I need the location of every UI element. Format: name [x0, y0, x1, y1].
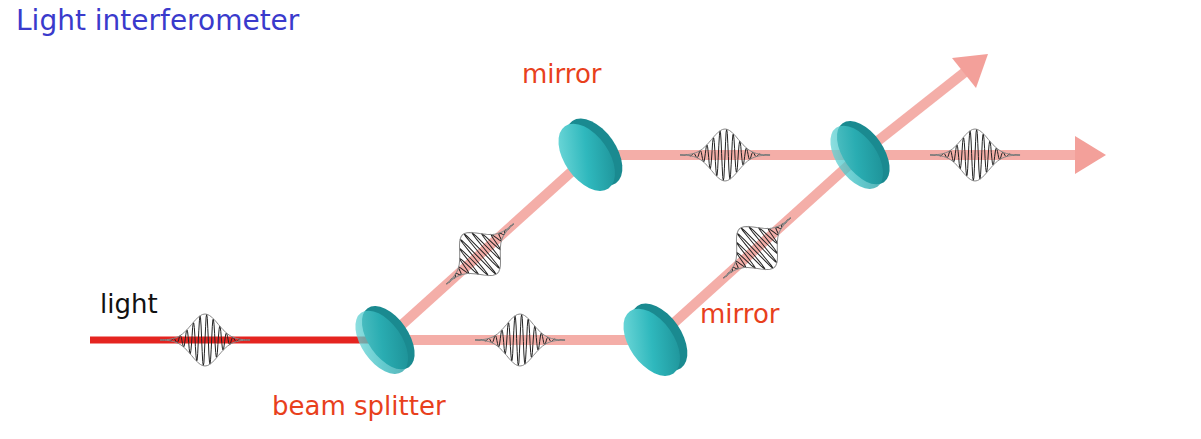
wave-packet: [930, 129, 1020, 181]
arrowhead: [952, 54, 988, 88]
beam-label: light: [100, 290, 158, 319]
beam-paths: [385, 155, 860, 340]
wave-packet: [680, 129, 770, 181]
wave-envelope: [475, 314, 565, 366]
diagram-title: Light interferometer: [16, 6, 299, 37]
wave-envelope: [680, 129, 770, 181]
part-label: mirror: [700, 300, 780, 329]
beam-splitter-symbol: [820, 112, 901, 199]
wave-envelope: [160, 314, 250, 366]
output-beams: [860, 72, 1075, 155]
beam-splitter-symbol: [345, 297, 426, 384]
arrowhead: [1075, 136, 1106, 174]
wave-packet: [475, 314, 565, 366]
wave-packet: [706, 199, 807, 298]
mirror-symbol: [612, 293, 699, 386]
wave-envelope: [429, 205, 531, 304]
wave-envelope: [706, 199, 808, 298]
wave-packet: [160, 314, 250, 366]
mirror-symbol: [547, 108, 634, 201]
part-label: mirror: [522, 60, 602, 89]
wave-packet: [429, 205, 530, 304]
wave-envelope: [930, 129, 1020, 181]
part-label: beam splitter: [272, 392, 446, 421]
